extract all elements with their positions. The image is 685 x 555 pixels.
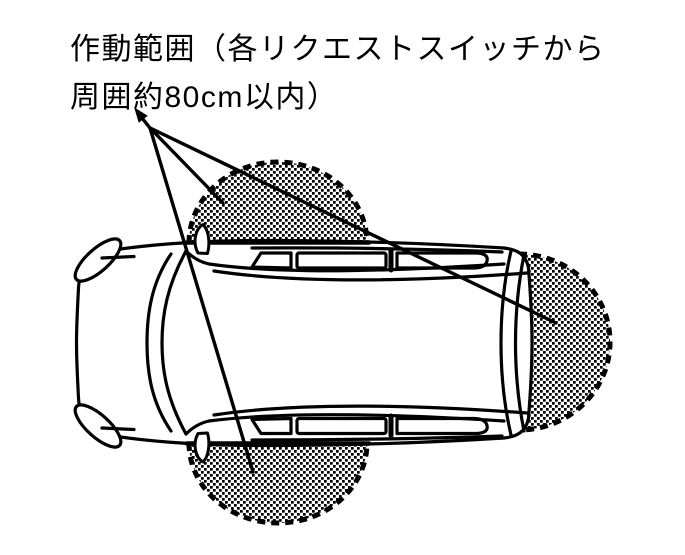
front-door-window-top (295, 251, 388, 270)
hood-seam-top (100, 254, 136, 260)
zone-passenger-border (186, 159, 370, 244)
crease-line-bottom (212, 404, 529, 417)
leader-lines (134, 107, 558, 474)
front-door-window-bottom (295, 416, 388, 436)
windshield-rear-edge (160, 249, 188, 436)
caption-arrow-shaft (140, 116, 152, 130)
hood-seam-bottom (100, 426, 136, 432)
zone-driver-border (186, 442, 370, 526)
leader-line-passenger-zone (148, 126, 225, 205)
front-window-top (250, 251, 293, 270)
zone-driver-side (186, 442, 370, 526)
window-edge-top (250, 246, 504, 254)
rear-window-rear-edge (513, 253, 526, 433)
window-edge-bottom (250, 434, 504, 442)
figure-caption: 作動範囲（各リクエストスイッチから 周囲約80cm以内） (70, 26, 606, 122)
headlight-left-top (73, 237, 123, 283)
caption-line-2: 周囲約80cm以内） (70, 81, 339, 114)
car-top-view (73, 223, 534, 464)
zone-rear-border (518, 251, 613, 433)
side-mirror-bottom (193, 431, 211, 464)
rear-window-front-edge (499, 249, 513, 437)
windshield-front-edge (145, 252, 173, 433)
headlight-left-bottom (73, 403, 123, 449)
front-window-bottom (250, 416, 293, 436)
rear-door-window-top (395, 251, 489, 270)
side-mirror-top (193, 223, 211, 255)
caption-line-1: 作動範囲（各リクエストスイッチから (70, 33, 606, 66)
zone-rear (518, 251, 613, 433)
rear-door-window-bottom (395, 416, 489, 436)
crease-line-top (212, 269, 529, 282)
a-pillar-bottom (184, 419, 211, 436)
zone-passenger-side (186, 159, 370, 244)
car-body-outline (74, 238, 534, 448)
caption-arrow-icon (134, 107, 148, 123)
leader-line-rear-zone (148, 126, 558, 325)
leader-line-driver-zone (148, 126, 255, 474)
